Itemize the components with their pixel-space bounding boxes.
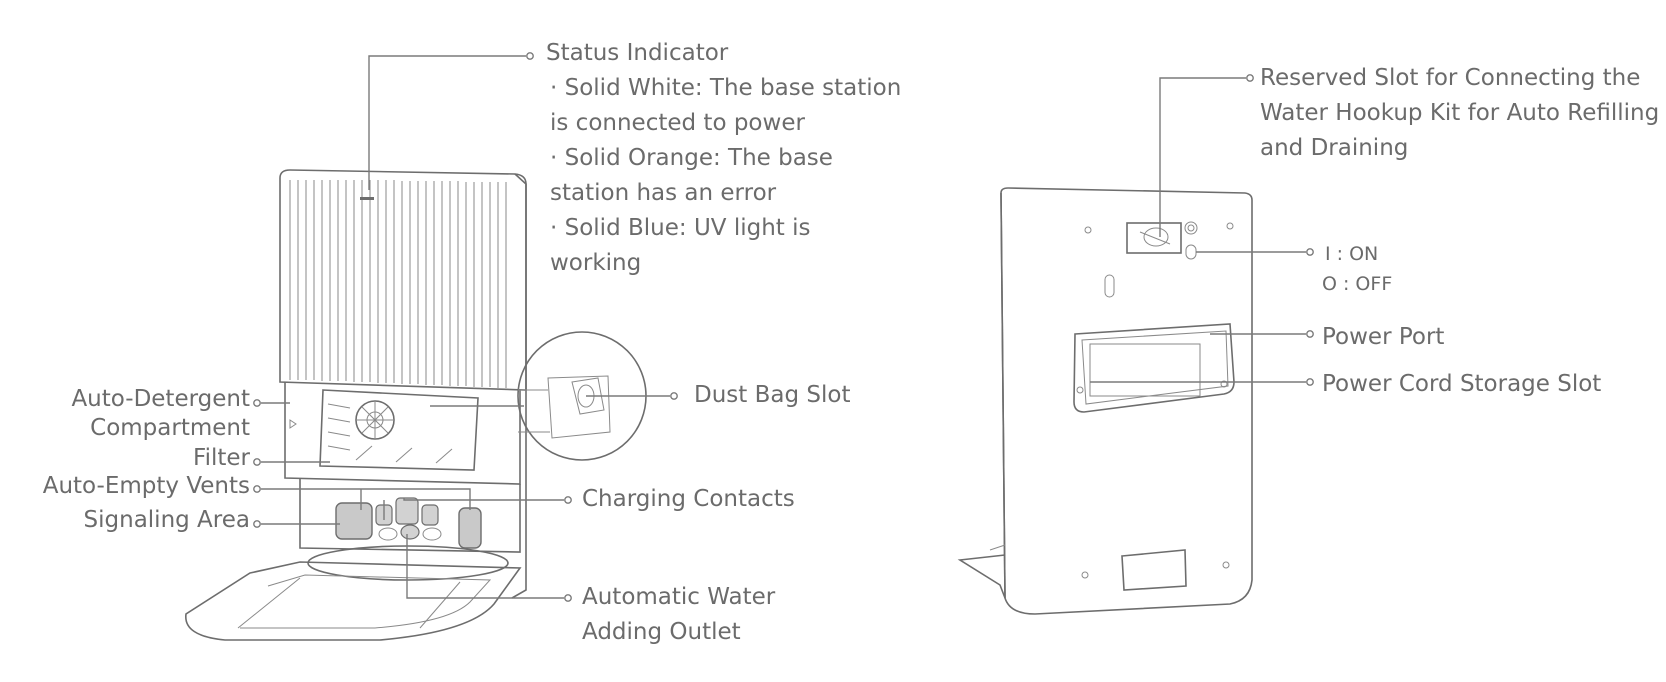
- filter-label: Filter: [193, 445, 250, 471]
- reserved-slot-label: Reserved Slot for Connecting the: [1260, 65, 1641, 91]
- status-indicator-line: working: [550, 250, 642, 276]
- water-outlet-label: Adding Outlet: [582, 619, 741, 645]
- charging-contacts-label: Charging Contacts: [582, 486, 795, 512]
- auto-detergent-label: Compartment: [90, 415, 250, 441]
- status-indicator-line: · Solid Orange: The base: [550, 145, 833, 171]
- cord-storage-label: Power Cord Storage Slot: [1322, 371, 1602, 397]
- reserved-slot-label: Water Hookup Kit for Auto Refilling: [1260, 100, 1660, 126]
- back-base-station: [957, 74, 1314, 615]
- status-indicator-title: Status Indicator: [546, 40, 729, 66]
- auto-detergent-label: Auto-Detergent: [71, 386, 250, 412]
- status-indicator-line: is connected to power: [550, 110, 805, 136]
- dust-bag-slot-label: Dust Bag Slot: [694, 382, 851, 408]
- status-indicator-line: station has an error: [550, 180, 777, 206]
- reserved-slot-label: and Draining: [1260, 135, 1409, 161]
- front-base-station: [185, 52, 678, 641]
- status-indicator-line: · Solid White: The base station: [550, 75, 902, 101]
- auto-empty-vents-label: Auto-Empty Vents: [42, 473, 250, 499]
- signaling-area-label: Signaling Area: [83, 507, 250, 533]
- switch-on-label: I : ON: [1325, 243, 1379, 265]
- status-indicator-line: · Solid Blue: UV light is: [550, 215, 811, 241]
- switch-off-label: O : OFF: [1322, 273, 1393, 295]
- water-outlet-label: Automatic Water: [582, 584, 776, 610]
- power-port-label: Power Port: [1322, 324, 1445, 350]
